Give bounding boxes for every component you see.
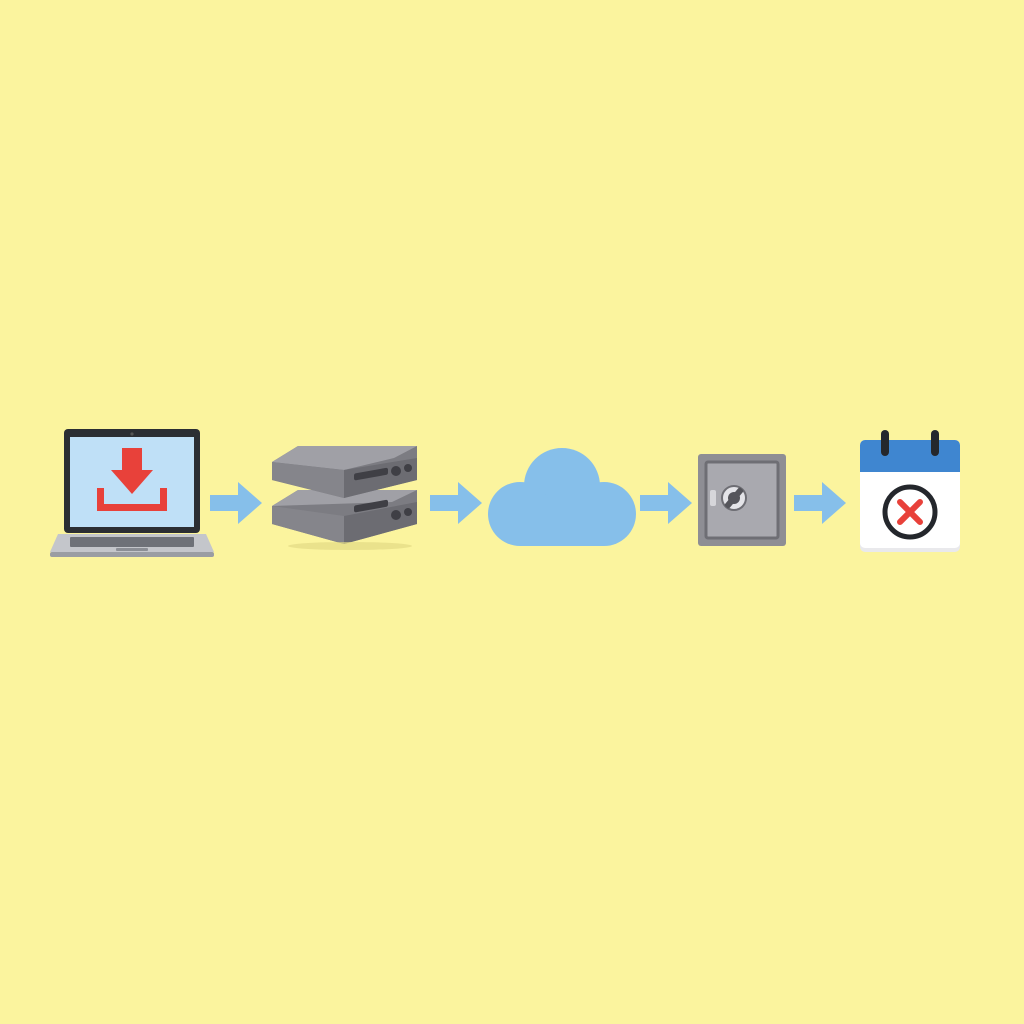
cloud-icon xyxy=(486,446,638,550)
arrow-right-icon xyxy=(210,482,262,524)
arrow-right-icon xyxy=(430,482,482,524)
arrow-right-icon xyxy=(794,482,846,524)
server-stack-icon xyxy=(272,440,422,550)
laptop-download-icon xyxy=(50,428,215,562)
calendar-cancel-icon xyxy=(856,428,964,554)
safe-icon xyxy=(696,452,788,548)
arrow-right-icon xyxy=(640,482,692,524)
